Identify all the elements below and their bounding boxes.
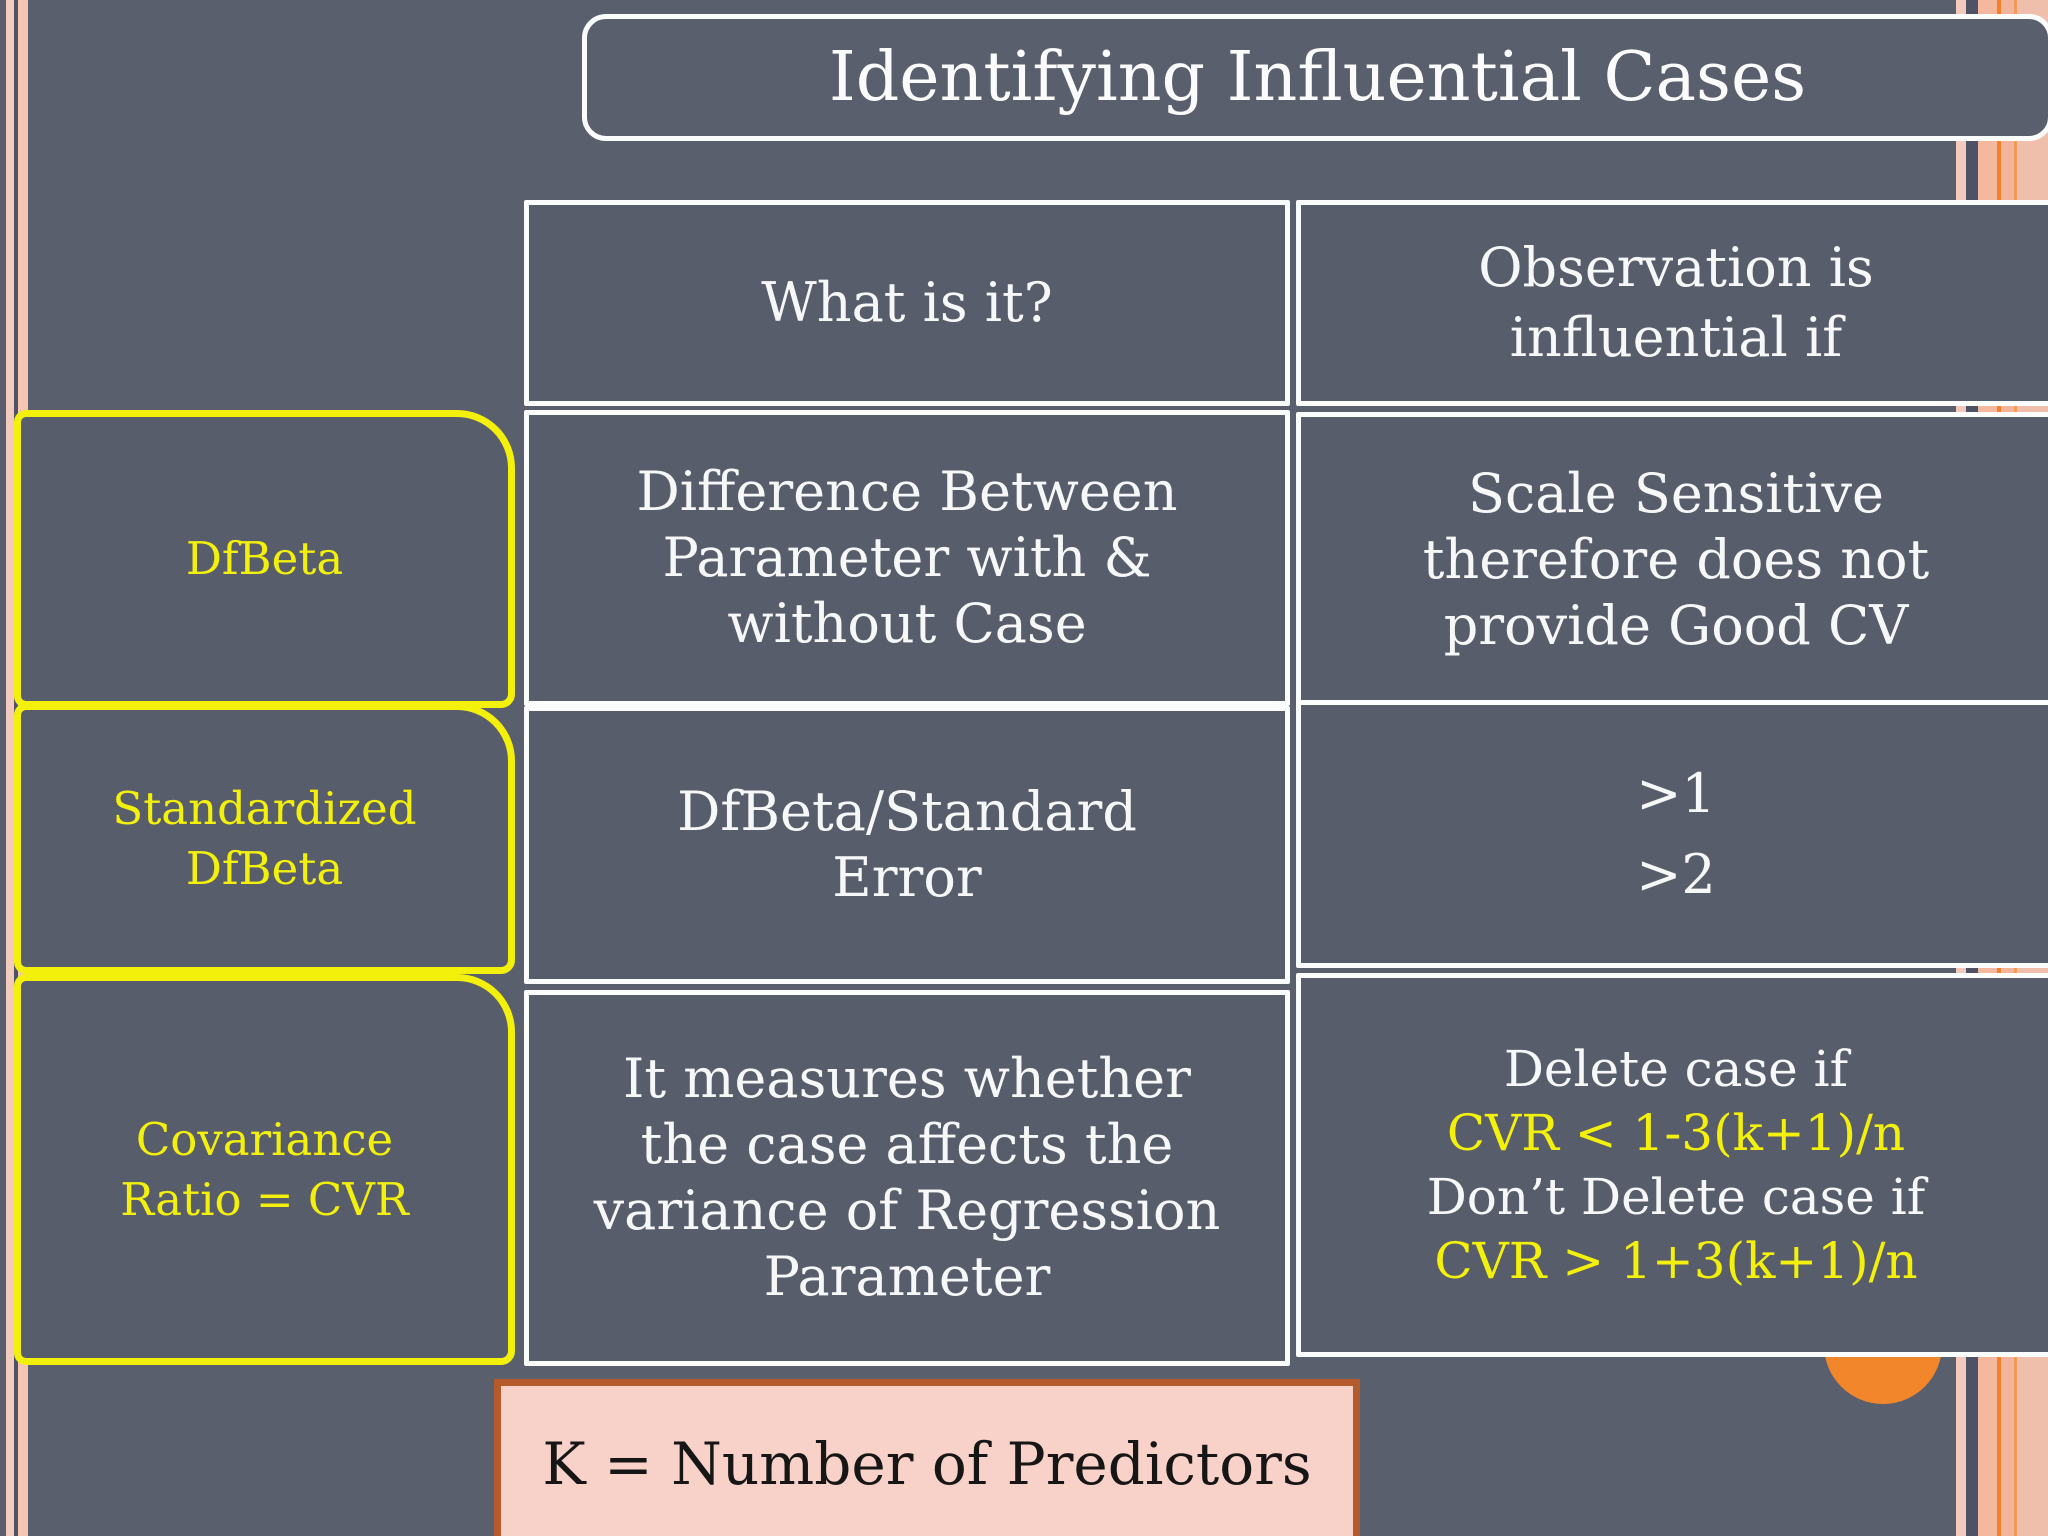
covariance-influential-line-2: CVR < 1-3(k+1)/n bbox=[1446, 1104, 1906, 1162]
column-header-influential-if: Observation is influential if bbox=[1296, 200, 2048, 406]
row-label-dfbeta-text: DfBeta bbox=[185, 532, 344, 586]
slide-title: Identifying Influential Cases bbox=[828, 38, 1807, 117]
column-header-what-is-it: What is it? bbox=[524, 200, 1290, 406]
cell-standardized-what: DfBeta/Standard Error bbox=[524, 706, 1290, 984]
cell-covariance-what: It measures whether the case affects the… bbox=[524, 990, 1290, 1366]
title-box: Identifying Influential Cases bbox=[582, 14, 2048, 141]
cell-dfbeta-what: Difference Between Parameter with & with… bbox=[524, 410, 1290, 706]
cell-covariance-influential: Delete case if CVR < 1-3(k+1)/n Don’t De… bbox=[1296, 973, 2048, 1357]
footnote-box: K = Number of Predictors bbox=[494, 1379, 1360, 1536]
cell-dfbeta-what-text: Difference Between Parameter with & with… bbox=[636, 460, 1178, 655]
column-header-what-label: What is it? bbox=[761, 271, 1053, 335]
row-label-dfbeta: DfBeta bbox=[14, 410, 515, 708]
covariance-influential-line-4: CVR > 1+3(k+1)/n bbox=[1434, 1232, 1918, 1290]
cell-standardized-what-text: DfBeta/Standard Error bbox=[677, 780, 1137, 909]
cell-dfbeta-influential-text: Scale Sensitive therefore does not provi… bbox=[1422, 462, 1930, 657]
covariance-influential-line-3: Don’t Delete case if bbox=[1426, 1168, 1926, 1226]
cell-standardized-influential-text: >1 >2 bbox=[1636, 762, 1716, 906]
row-label-standardized-dfbeta: Standardized DfBeta bbox=[14, 703, 515, 974]
covariance-influential-line-1: Delete case if bbox=[1503, 1040, 1849, 1098]
row-label-covariance-ratio: Covariance Ratio = CVR bbox=[14, 974, 515, 1365]
cell-standardized-influential: >1 >2 bbox=[1296, 700, 2048, 968]
column-header-influential-label: Observation is influential if bbox=[1478, 235, 1874, 369]
row-label-covariance-ratio-text: Covariance Ratio = CVR bbox=[120, 1113, 409, 1226]
footnote-text: K = Number of Predictors bbox=[542, 1430, 1312, 1498]
cell-dfbeta-influential: Scale Sensitive therefore does not provi… bbox=[1296, 412, 2048, 708]
row-label-standardized-dfbeta-text: Standardized DfBeta bbox=[112, 782, 417, 895]
cell-covariance-what-text: It measures whether the case affects the… bbox=[593, 1047, 1221, 1308]
